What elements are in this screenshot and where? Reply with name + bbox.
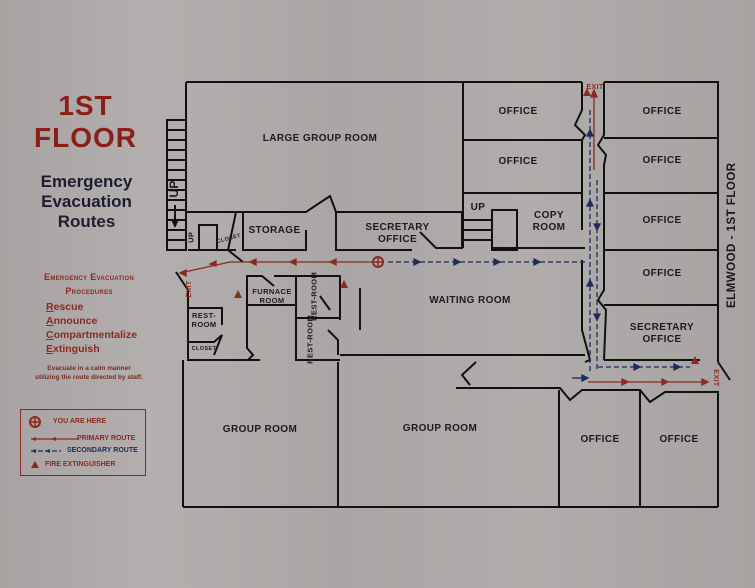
floor-title: 1ST FLOOR: [18, 90, 153, 154]
fire-extinguisher-icon: [691, 356, 699, 364]
room-office-r3: OFFICE: [642, 215, 682, 226]
procedure-step: Compartmentalize: [46, 328, 137, 342]
map-subtitle: Emergency Evacuation Routes: [14, 172, 159, 232]
stairs-up-label-center: UP: [470, 202, 486, 213]
room-office-2: OFFICE: [498, 156, 538, 167]
step-initial: E: [46, 343, 54, 355]
fire-extinguisher-icon: [234, 290, 242, 298]
building-label: ELMWOOD - 1ST FLOOR: [726, 162, 738, 308]
fire-extinguishers: [234, 88, 699, 364]
procedures-list: Rescue Announce Compartmentalize Extingu…: [46, 300, 137, 356]
room-office-bottom-1: OFFICE: [580, 434, 620, 445]
label-line: SECRETARY: [629, 322, 695, 333]
room-office-bottom-2: OFFICE: [659, 434, 699, 445]
room-furnace-room: FURNACE ROOM: [248, 287, 296, 305]
secondary-route: [388, 110, 690, 383]
room-secretary-office-right: SECRETARY OFFICE: [612, 322, 712, 345]
legend-you-are-here: YOU ARE HERE: [53, 418, 107, 425]
procedures-heading-line1: Emergency Evacuation: [44, 272, 134, 282]
stairs-up-label-left: UP: [167, 180, 182, 198]
legend-primary-route: PRIMARY ROUTE: [77, 435, 136, 442]
stairs-up-label-small: UP: [186, 231, 196, 243]
room-office-r4: OFFICE: [642, 268, 682, 279]
you-are-here-marker: [372, 256, 384, 268]
room-large-group-room: LARGE GROUP ROOM: [262, 133, 378, 144]
legend-fire-extinguisher: FIRE EXTINGUISHER: [45, 461, 116, 468]
procedure-step: Announce: [46, 314, 137, 328]
room-office-r1: OFFICE: [642, 106, 682, 117]
label-line: ROOM: [532, 221, 566, 233]
legend-secondary-route: SECONDARY ROUTE: [67, 447, 138, 454]
room-group-room-left: GROUP ROOM: [222, 424, 298, 435]
step-text: ompartmentalize: [53, 329, 138, 341]
stair-down-arrow-icon: [171, 205, 179, 228]
subtitle-line2: Evacuation: [41, 192, 132, 211]
procedures-heading-line2: Procedures: [65, 286, 113, 296]
label-line: COPY: [534, 210, 564, 221]
room-office-r2: OFFICE: [642, 155, 682, 166]
exit-left: EXIT: [185, 280, 193, 298]
room-office-1: OFFICE: [498, 106, 538, 117]
map-legend: YOU ARE HERE PRIMARY ROUTE SECONDARY ROU…: [20, 409, 146, 476]
label-line: ROOM: [191, 319, 217, 329]
subtitle-line3: Routes: [57, 212, 116, 231]
room-restroom-2: REST-ROOM: [305, 314, 315, 364]
walls: [166, 81, 731, 508]
fire-extinguisher-icon: [583, 88, 591, 96]
label-line: ROOM: [259, 295, 285, 305]
procedure-step: Rescue: [46, 300, 137, 314]
note-line1: Evacuate in a calm manner: [47, 365, 131, 372]
room-waiting-room: WAITING ROOM: [429, 295, 511, 306]
step-initial: R: [46, 301, 54, 313]
fire-extinguisher-icon: [340, 280, 348, 288]
room-copy-room: COPY ROOM: [520, 210, 578, 233]
step-text: nnounce: [53, 315, 98, 327]
label-line: REST-: [191, 311, 217, 320]
legend-symbols: [29, 416, 79, 468]
exit-top-right: EXIT: [586, 84, 604, 91]
subtitle-line1: Emergency: [40, 172, 133, 191]
step-text: xtinguish: [53, 343, 100, 355]
you-are-here-icon: [29, 416, 41, 428]
floor-title-line2: FLOOR: [34, 122, 137, 153]
fire-extinguisher-icon: [31, 461, 39, 468]
room-restroom-left: REST- ROOM: [186, 311, 222, 329]
room-closet-left: CLOSET: [191, 346, 217, 352]
label-line: SECRETARY: [365, 222, 430, 233]
step-initial: C: [46, 329, 54, 341]
note-line2: utilizing the route directed by staff.: [35, 374, 143, 381]
room-secretary-office: SECRETARY OFFICE: [340, 222, 455, 245]
label-line: FURNACE: [252, 287, 292, 296]
procedures-heading: Emergency Evacuation Procedures: [14, 270, 164, 298]
exit-bottom-right: EXIT: [712, 369, 720, 387]
floor-title-line1: 1ST: [58, 90, 113, 121]
secondary-route-icon: [31, 449, 61, 453]
label-line: OFFICE: [642, 333, 682, 345]
procedure-step: Extinguish: [46, 342, 137, 356]
label-line: OFFICE: [377, 233, 418, 245]
primary-route-icon: [31, 437, 79, 441]
step-text: escue: [53, 301, 84, 313]
procedures-note: Evacuate in a calm manner utilizing the …: [14, 364, 164, 382]
step-initial: A: [46, 315, 54, 327]
room-group-room-center: GROUP ROOM: [402, 423, 478, 434]
primary-route: [178, 88, 710, 387]
room-storage: STORAGE: [248, 225, 301, 236]
